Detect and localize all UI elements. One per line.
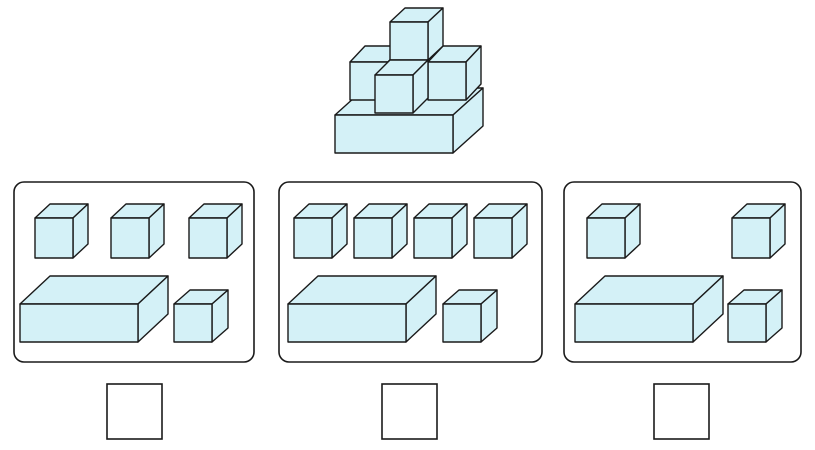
option-2-cube-3 (413, 203, 468, 259)
option-2-cube-1 (293, 203, 348, 259)
option-3-cube-2 (731, 203, 786, 259)
option-1-cube-3 (188, 203, 243, 259)
option-panel-3[interactable] (563, 181, 802, 363)
option-1-cube-4 (173, 289, 229, 343)
target-cube-back-right (427, 45, 482, 101)
option-3-cube-1 (586, 203, 641, 259)
target-cube-top (389, 7, 444, 61)
answer-box-3[interactable] (653, 383, 710, 440)
option-1-cube-2 (110, 203, 165, 259)
option-panel-1[interactable] (13, 181, 255, 363)
option-2-slab (287, 275, 437, 343)
target-cube-front (374, 59, 429, 114)
target-structure (334, 7, 484, 154)
option-2-cube-5 (442, 289, 498, 343)
answer-box-1[interactable] (106, 383, 163, 440)
answer-box-2[interactable] (381, 383, 438, 440)
option-panel-2[interactable] (278, 181, 543, 363)
option-1-cube-1 (34, 203, 89, 259)
option-2-cube-4 (473, 203, 528, 259)
option-3-slab (574, 275, 724, 343)
option-2-cube-2 (353, 203, 408, 259)
option-3-cube-3 (727, 289, 783, 343)
option-1-slab (19, 275, 169, 343)
